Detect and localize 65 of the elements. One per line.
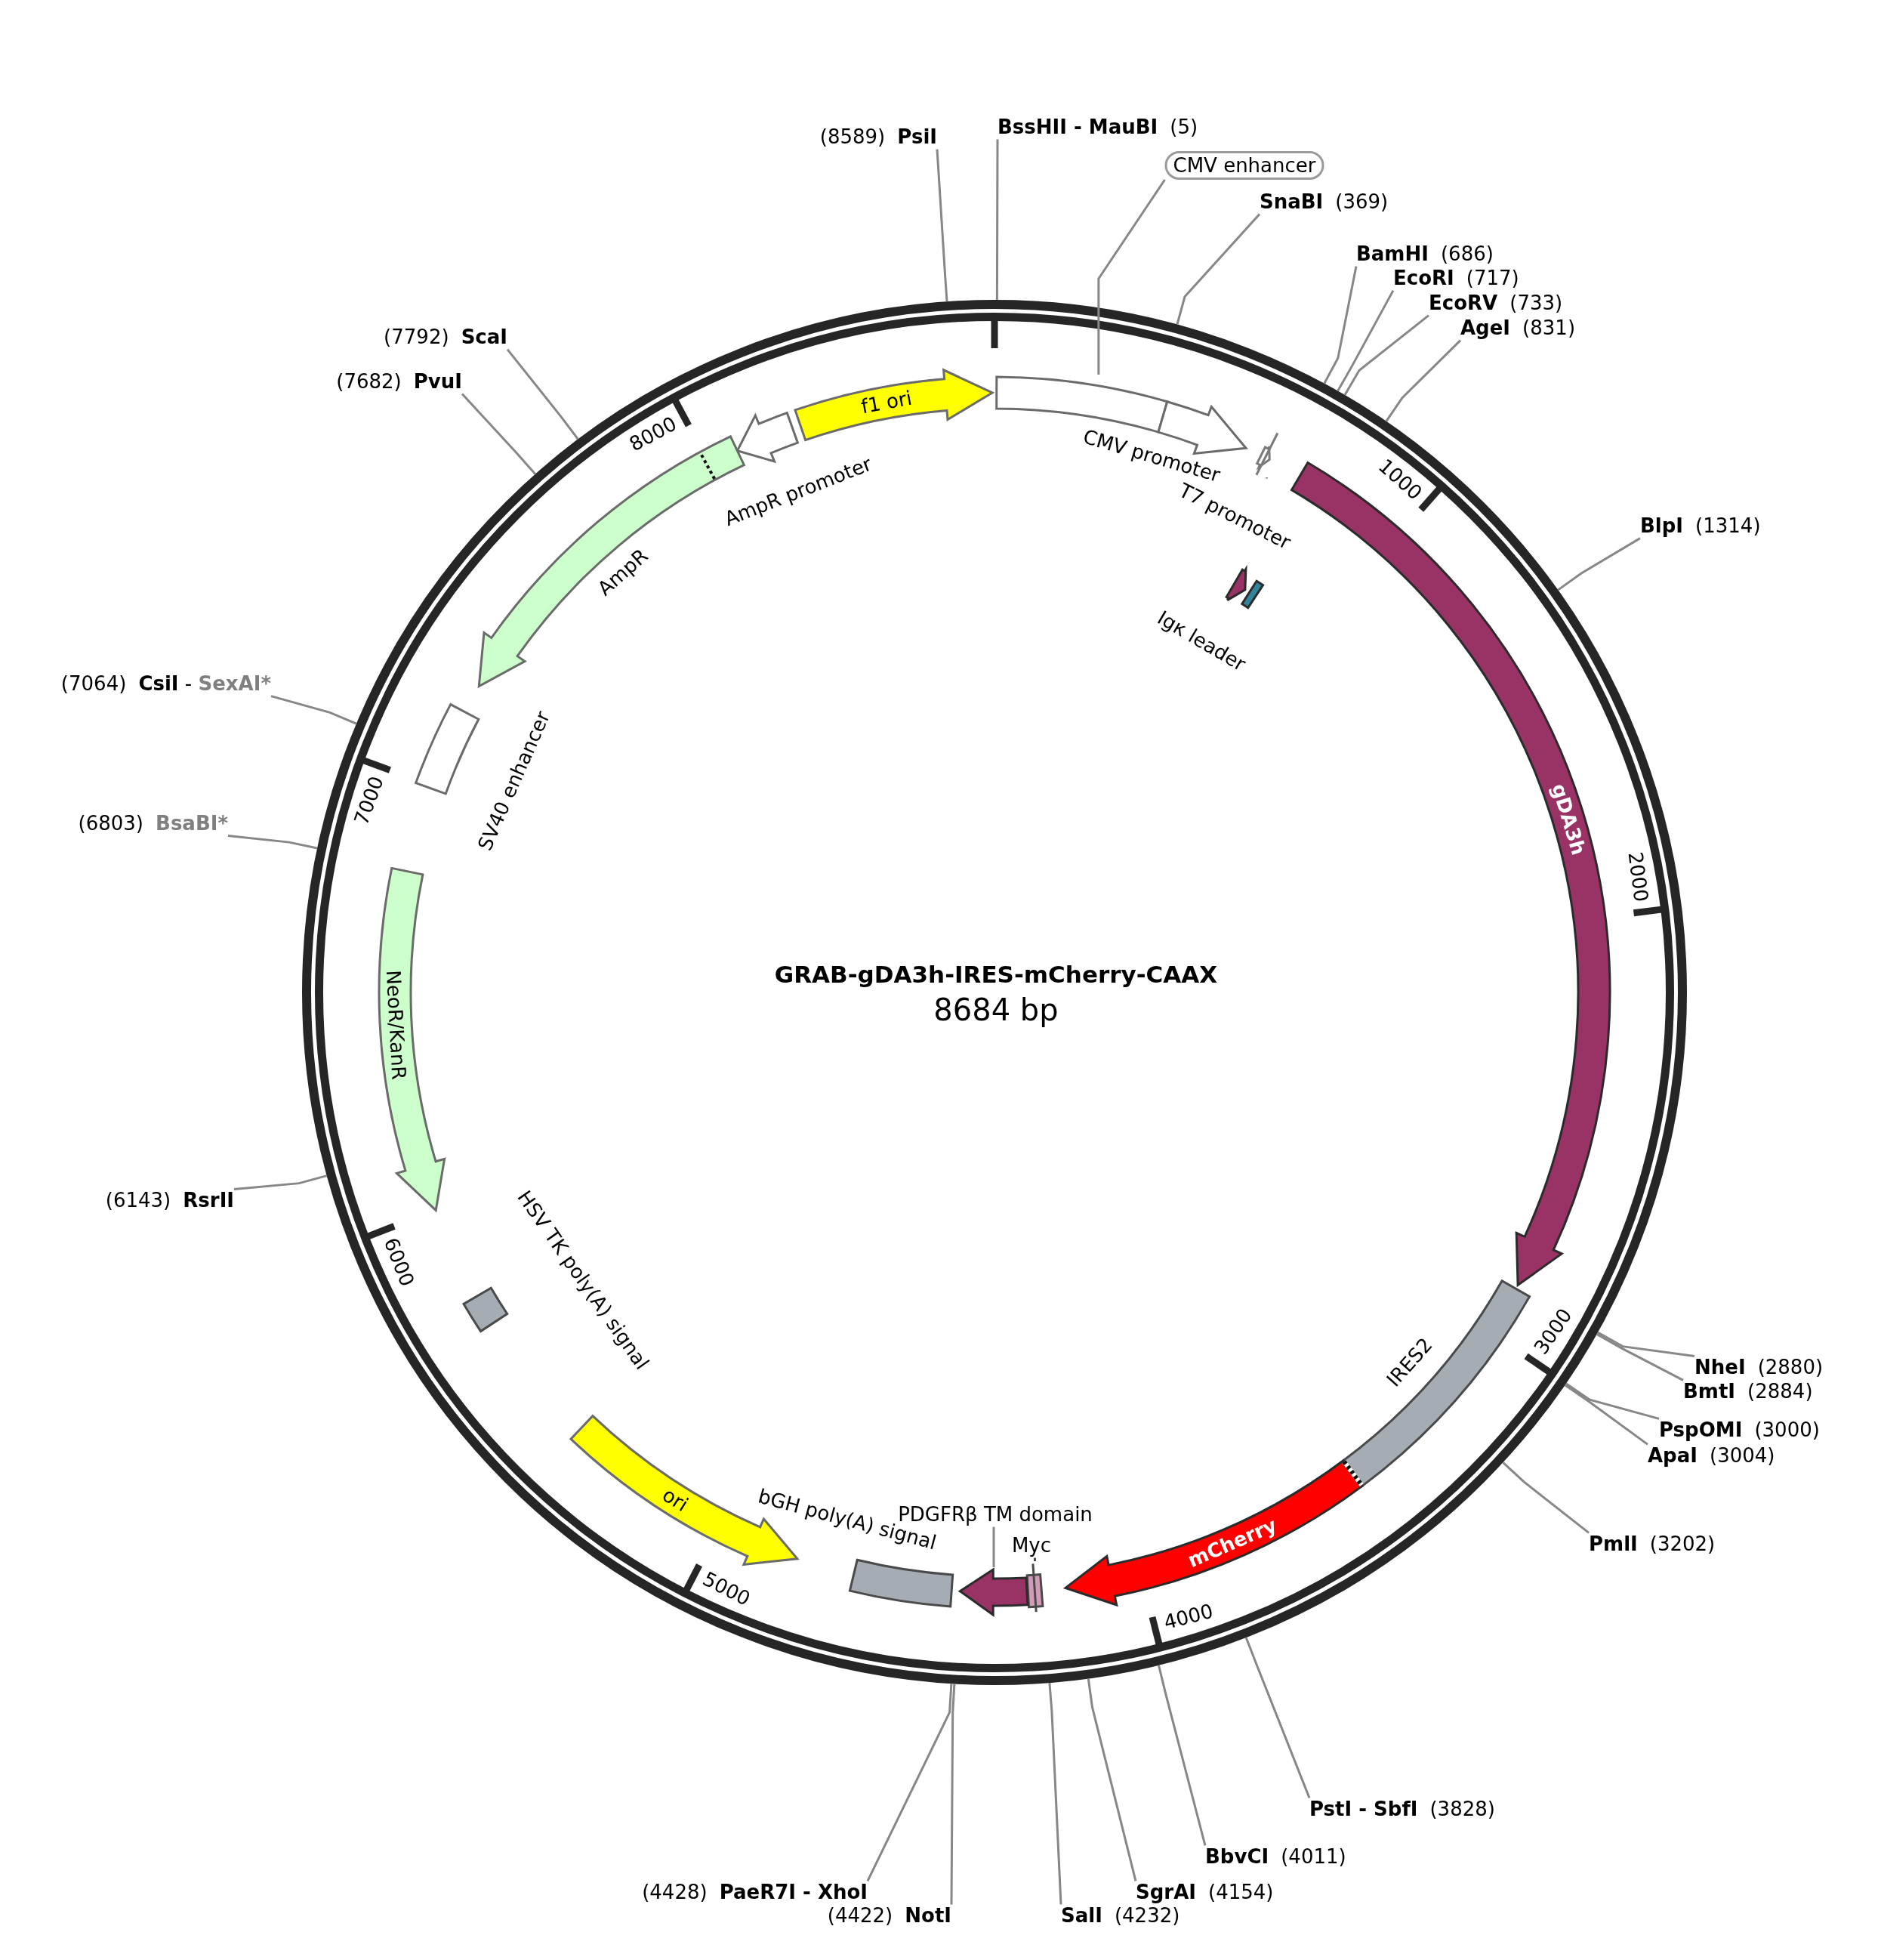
restriction-site-label: BlpI (1314) (1640, 514, 1761, 539)
restriction-site-label: (8589) PsiI (819, 125, 937, 150)
leader-line (506, 348, 579, 440)
leader-line (1557, 537, 1641, 591)
restriction-site-label: BssHII - MauBI (5) (998, 116, 1198, 140)
leader-line (1323, 266, 1358, 384)
leader-line (461, 393, 537, 475)
restriction-site-label: (6143) RsrII (105, 1189, 234, 1213)
feature-label: Myc (1011, 1534, 1052, 1558)
restriction-site-label: AgeI (831) (1460, 316, 1576, 341)
restriction-site-label: SnaBI (369) (1260, 190, 1389, 215)
leader-line (950, 1684, 956, 1905)
restriction-site-label: PstI - SbfI (3828) (1309, 1798, 1495, 1822)
restriction-site-label: (7682) PvuI (336, 370, 462, 394)
tick-label: 2000 (1623, 850, 1653, 903)
leader-line (1502, 1462, 1590, 1534)
restriction-site-label: BbvCI (4011) (1205, 1845, 1346, 1869)
leader-line (1343, 314, 1429, 396)
tick-label: 7000 (350, 773, 390, 829)
plasmid-name: GRAB-gDA3h-IRES-mCherry-CAAX (774, 961, 1218, 989)
restriction-site-label: BmtI (2884) (1683, 1380, 1813, 1404)
leader-line (1337, 289, 1395, 392)
restriction-site-label: PspOMI (3000) (1659, 1418, 1820, 1443)
restriction-site-label: EcoRI (717) (1393, 267, 1519, 291)
restriction-site-label: SalI (4232) (1061, 1904, 1180, 1928)
leader-line (995, 139, 999, 300)
leader-line (1087, 1678, 1137, 1881)
restriction-site-label: (7792) ScaI (384, 326, 507, 350)
leader-line (866, 1684, 953, 1882)
restriction-site-label: EcoRV (733) (1429, 292, 1563, 316)
leader-line (1048, 1682, 1062, 1905)
leader-line (270, 695, 357, 725)
leader-line (1266, 477, 1268, 479)
leader-line (1176, 213, 1261, 325)
tick-label: 8000 (625, 412, 681, 457)
restriction-site-label: ApaI (3004) (1648, 1444, 1775, 1468)
restriction-site-label: BamHI (686) (1356, 242, 1494, 267)
restriction-site-label: (4428) PaeR7I - XhoI (642, 1881, 868, 1905)
restriction-site-label: (6803) BsaBI* (78, 812, 228, 836)
feature-label: f1 ori (859, 386, 914, 419)
leader-line (1097, 179, 1166, 375)
feature-label: NeoR/KanR (381, 969, 411, 1081)
leader-line (233, 1174, 328, 1190)
restriction-site-label: PmlI (3202) (1589, 1533, 1716, 1557)
feature-callout: CMV enhancer (1164, 151, 1324, 180)
leader-line (1596, 1333, 1684, 1381)
feature-label: ori (658, 1483, 692, 1517)
leader-line (1158, 1665, 1207, 1846)
restriction-site-label: NheI (2880) (1694, 1356, 1824, 1380)
tick-label: 6000 (378, 1234, 419, 1290)
leader-line (1385, 339, 1462, 422)
leader-line (1597, 1331, 1695, 1357)
leader-line (1034, 1557, 1036, 1561)
leader-line (1244, 1637, 1311, 1798)
leader-line (1564, 1384, 1648, 1446)
leader-line (227, 835, 318, 850)
restriction-site-label: SgrAI (4154) (1136, 1881, 1274, 1905)
plasmid-length: 8684 bp (933, 992, 1059, 1028)
leader-line (992, 1526, 995, 1567)
tick-label: 5000 (698, 1567, 754, 1612)
leader-line (1565, 1382, 1660, 1420)
restriction-site-label: (4422) NotI (827, 1904, 951, 1928)
tick-label: 4000 (1161, 1599, 1216, 1635)
restriction-site-label: (7064) CsiI - SexAI* (60, 672, 271, 696)
leader-line (936, 149, 948, 302)
